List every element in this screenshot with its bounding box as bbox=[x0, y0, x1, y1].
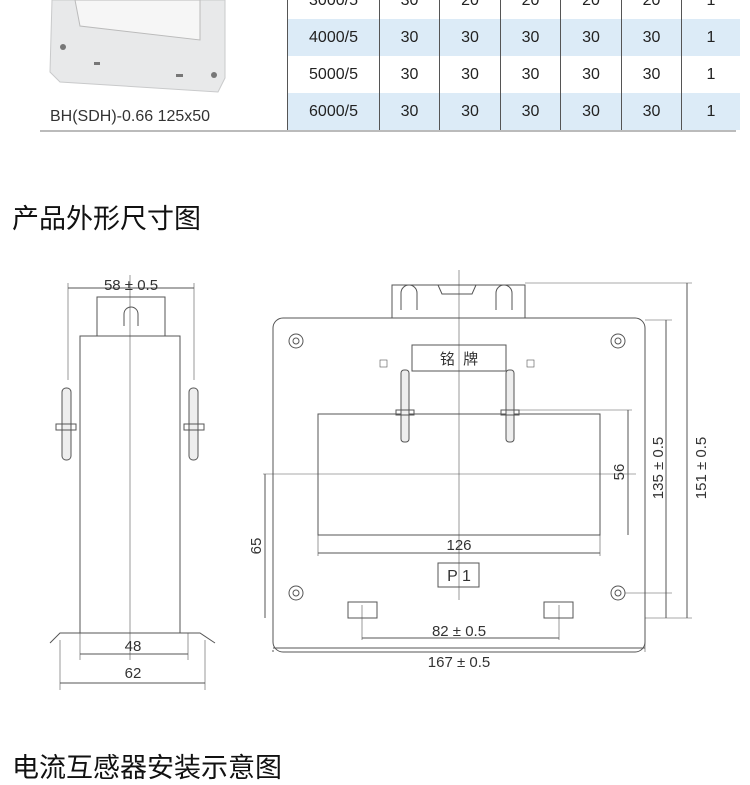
product-photo bbox=[49, 0, 226, 93]
dim-width-top: 58 ± 0.5 bbox=[104, 277, 158, 294]
cell: 30 bbox=[439, 93, 501, 130]
dim-window-height: 56 bbox=[611, 464, 628, 481]
cell: 5000/5 bbox=[287, 56, 380, 93]
cell: 20 bbox=[560, 0, 622, 19]
cell: 20 bbox=[500, 0, 561, 19]
cell: 3000/5 bbox=[287, 0, 380, 19]
cell: 20 bbox=[439, 0, 501, 19]
dim-hole-height: 135 ± 0.5 bbox=[650, 437, 667, 499]
side-view-drawing bbox=[49, 275, 216, 690]
cell: 30 bbox=[439, 56, 501, 93]
front-view-drawing bbox=[263, 270, 692, 653]
cell: 1 bbox=[681, 93, 740, 130]
cell: 30 bbox=[560, 19, 622, 56]
cell: 6000/5 bbox=[287, 93, 380, 130]
cell: 1 bbox=[681, 56, 740, 93]
section-title-dimensions: 产品外形尺寸图 bbox=[12, 204, 201, 235]
cell: 20 bbox=[621, 0, 682, 19]
dim-center-height: 65 bbox=[248, 538, 265, 555]
cell: 30 bbox=[439, 19, 501, 56]
dim-overall-width: 167 ± 0.5 bbox=[428, 654, 490, 671]
cell: 30 bbox=[560, 93, 622, 130]
cell: 30 bbox=[500, 19, 561, 56]
cell: 30 bbox=[379, 19, 440, 56]
terminal-p1-label: P 1 bbox=[447, 568, 471, 585]
dim-window-width: 126 bbox=[446, 537, 471, 554]
dim-inner-width: 48 bbox=[125, 638, 142, 655]
cell: 1 bbox=[681, 19, 740, 56]
dim-mount-spacing: 82 ± 0.5 bbox=[432, 623, 486, 640]
cell: 30 bbox=[621, 56, 682, 93]
cell: 30 bbox=[621, 19, 682, 56]
section-title-installation: 电流互感器安装示意图 bbox=[12, 753, 282, 784]
cell: 4000/5 bbox=[287, 19, 380, 56]
product-caption: BH(SDH)-0.66 125x50 bbox=[50, 108, 211, 125]
dim-base-width: 62 bbox=[125, 665, 142, 682]
dim-overall-height: 151 ± 0.5 bbox=[693, 437, 710, 499]
nameplate-label: 铭 牌 bbox=[440, 351, 478, 368]
cell: 30 bbox=[379, 0, 440, 19]
cell: 30 bbox=[379, 93, 440, 130]
cell: 30 bbox=[379, 56, 440, 93]
cell: 30 bbox=[560, 56, 622, 93]
cell: 30 bbox=[621, 93, 682, 130]
cell: 30 bbox=[500, 56, 561, 93]
cell: 1 bbox=[681, 0, 740, 19]
cell: 30 bbox=[500, 93, 561, 130]
